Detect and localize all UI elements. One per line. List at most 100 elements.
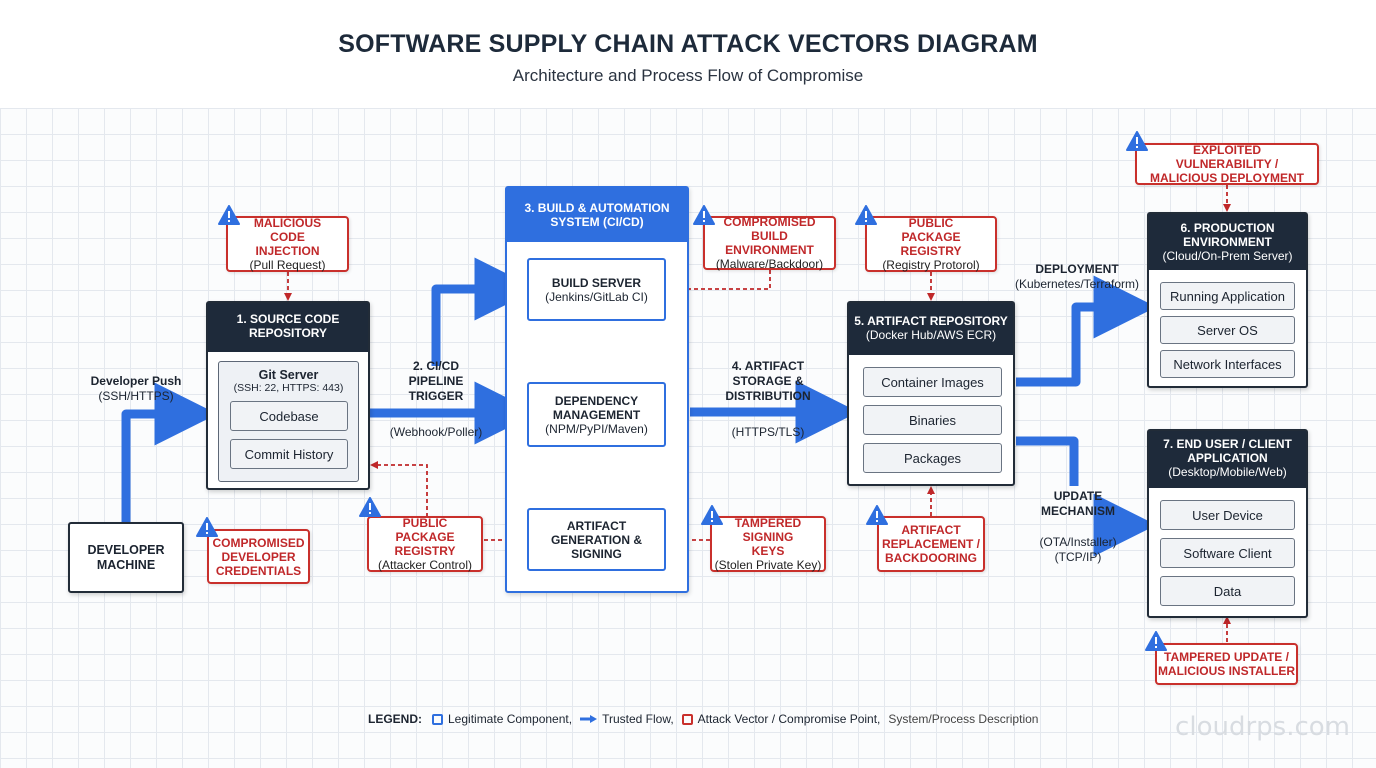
legend-trusted-text: Trusted Flow, bbox=[602, 712, 674, 726]
diagram-subtitle: Architecture and Process Flow of Comprom… bbox=[512, 66, 864, 85]
deployment-label: DEPLOYMENT (Kubernetes/Terraform) bbox=[1012, 262, 1142, 292]
legend-attack: Attack Vector / Compromise Point, bbox=[681, 712, 881, 726]
git-server-sub: (SSH: 22, HTTPS: 443) bbox=[233, 382, 344, 394]
attack-tampered-signing-keys[interactable]: TAMPERED SIGNING KEYS (Stolen Private Ke… bbox=[710, 516, 826, 572]
legend-desc-text: System/Process Description bbox=[888, 712, 1039, 726]
malicious-code-title: MALICIOUS CODE INJECTION bbox=[253, 216, 322, 258]
commit-history-item[interactable]: Commit History bbox=[230, 439, 348, 469]
public-registry-1-title: PUBLIC PACKAGE REGISTRY bbox=[394, 516, 456, 558]
flow-trigger-to-build bbox=[431, 257, 538, 366]
end-user-sub: (Desktop/Mobile/Web) bbox=[1168, 465, 1287, 479]
deployment-title: DEPLOYMENT bbox=[1035, 262, 1119, 276]
legend-arrow-icon bbox=[580, 715, 598, 723]
network-interfaces-item[interactable]: Network Interfaces bbox=[1160, 350, 1295, 378]
legend-attack-swatch bbox=[681, 713, 693, 725]
attack-public-package-registry-attacker[interactable]: PUBLIC PACKAGE REGISTRY (Attacker Contro… bbox=[367, 516, 483, 572]
attack-link-public-registry-1-up bbox=[370, 461, 428, 517]
developer-push-label: Developer Push (SSH/HTTPS) bbox=[78, 374, 194, 404]
update-mechanism-sub: (OTA/Installer) (TCP/IP) bbox=[1039, 535, 1117, 564]
artifact-storage-title: 4. ARTIFACT STORAGE & DISTRIBUTION bbox=[725, 359, 811, 403]
packages-item[interactable]: Packages bbox=[863, 443, 1002, 473]
flow-developer-push bbox=[121, 382, 218, 522]
artifact-repo-sub: (Docker Hub/AWS ECR) bbox=[865, 328, 997, 342]
developer-push-title: Developer Push bbox=[90, 374, 182, 388]
developer-push-sub: (SSH/HTTPS) bbox=[98, 389, 174, 403]
warning-icon bbox=[855, 205, 877, 225]
dependency-management[interactable]: DEPENDENCY MANAGEMENT (NPM/PyPI/Maven) bbox=[527, 382, 666, 447]
legend-legit-text: Legitimate Component, bbox=[448, 712, 573, 726]
dependency-sub: (NPM/PyPI/Maven) bbox=[545, 421, 648, 436]
warning-icon bbox=[693, 205, 715, 225]
legend-desc: System/Process Description bbox=[888, 712, 1038, 726]
end-user-client-application[interactable]: 7. END USER / CLIENT APPLICATION (Deskto… bbox=[1147, 429, 1308, 618]
source-repo-title: 1. SOURCE CODE REPOSITORY bbox=[236, 312, 340, 340]
attack-public-package-registry-protocol[interactable]: PUBLIC PACKAGE REGISTRY (Registry Protor… bbox=[865, 216, 997, 272]
legend-legit-swatch bbox=[432, 713, 443, 725]
build-server[interactable]: BUILD SERVER (Jenkins/GitLab CI) bbox=[527, 258, 666, 321]
public-registry-1-sub: (Attacker Control) bbox=[377, 558, 473, 572]
warning-icon bbox=[866, 505, 888, 525]
warning-icon bbox=[359, 497, 381, 517]
attack-artifact-replacement[interactable]: ARTIFACT REPLACEMENT / BACKDOORING bbox=[877, 516, 985, 572]
update-mechanism-title: UPDATE MECHANISM bbox=[1041, 489, 1115, 518]
user-device-item[interactable]: User Device bbox=[1160, 500, 1295, 530]
container-images-item[interactable]: Container Images bbox=[863, 367, 1002, 397]
production-environment[interactable]: 6. PRODUCTION ENVIRONMENT (Cloud/On-Prem… bbox=[1147, 212, 1308, 388]
compromised-build-sub: (Malware/Backdoor) bbox=[715, 257, 824, 271]
git-server-title: Git Server bbox=[258, 368, 319, 382]
production-sub: (Cloud/On-Prem Server) bbox=[1162, 249, 1293, 263]
build-server-sub: (Jenkins/GitLab CI) bbox=[545, 289, 648, 304]
attack-exploited-vulnerability[interactable]: EXPLOITED VULNERABILITY / MALICIOUS DEPL… bbox=[1135, 143, 1319, 185]
artifact-replacement-title: ARTIFACT REPLACEMENT / BACKDOORING bbox=[881, 523, 980, 565]
exploited-vuln-title: EXPLOITED VULNERABILITY / MALICIOUS DEPL… bbox=[1149, 143, 1304, 185]
build-server-title: BUILD SERVER bbox=[551, 275, 642, 290]
data-item[interactable]: Data bbox=[1160, 576, 1295, 606]
developer-machine-label: DEVELOPER MACHINE bbox=[87, 542, 165, 572]
legend-legit: Legitimate Component, bbox=[432, 712, 572, 726]
compromised-build-title: COMPROMISED BUILD ENVIRONMENT bbox=[723, 215, 816, 257]
binaries-item[interactable]: Binaries bbox=[863, 405, 1002, 435]
tampered-keys-sub: (Stolen Private Key) bbox=[714, 558, 822, 572]
compromised-creds-title: COMPROMISED DEVELOPER CREDENTIALS bbox=[212, 535, 305, 578]
flow-update bbox=[1016, 436, 1079, 486]
running-application-item[interactable]: Running Application bbox=[1160, 282, 1295, 310]
production-title: 6. PRODUCTION ENVIRONMENT bbox=[1180, 221, 1275, 249]
legend-attack-text: Attack Vector / Compromise Point, bbox=[697, 712, 881, 726]
attack-compromised-build-environment[interactable]: COMPROMISED BUILD ENVIRONMENT (Malware/B… bbox=[703, 215, 836, 271]
diagram-title: SOFTWARE SUPPLY CHAIN ATTACK VECTORS DIA… bbox=[338, 30, 1038, 58]
server-os-item[interactable]: Server OS bbox=[1160, 316, 1295, 344]
developer-machine[interactable]: DEVELOPER MACHINE bbox=[68, 522, 184, 593]
legend-label: LEGEND: bbox=[368, 712, 422, 726]
tampered-update-title: TAMPERED UPDATE / MALICIOUS INSTALLER bbox=[1157, 650, 1296, 678]
malicious-code-sub: (Pull Request) bbox=[249, 258, 326, 272]
attack-malicious-code-injection[interactable]: MALICIOUS CODE INJECTION (Pull Request) bbox=[226, 216, 349, 272]
build-system-title: 3. BUILD & AUTOMATION SYSTEM (CI/CD) bbox=[507, 188, 687, 242]
warning-icon bbox=[196, 517, 218, 537]
tampered-keys-title: TAMPERED SIGNING KEYS bbox=[734, 516, 802, 558]
cicd-trigger-sub: (Webhook/Poller) bbox=[389, 425, 483, 439]
attack-compromised-developer-credentials[interactable]: COMPROMISED DEVELOPER CREDENTIALS bbox=[207, 529, 310, 584]
end-user-title: 7. END USER / CLIENT APPLICATION bbox=[1163, 437, 1292, 465]
artifact-gen-title: ARTIFACT GENERATION & SIGNING bbox=[550, 518, 643, 561]
attack-link-compromised-build bbox=[666, 270, 771, 293]
public-registry-2-title: PUBLIC PACKAGE REGISTRY bbox=[900, 216, 962, 258]
artifact-generation-signing[interactable]: ARTIFACT GENERATION & SIGNING bbox=[527, 508, 666, 571]
codebase-item[interactable]: Codebase bbox=[230, 401, 348, 431]
watermark: cloudrps.com bbox=[1175, 712, 1350, 742]
attack-tampered-update[interactable]: TAMPERED UPDATE / MALICIOUS INSTALLER bbox=[1155, 643, 1298, 685]
flow-deployment bbox=[1016, 275, 1157, 387]
public-registry-2-sub: (Registry Protorol) bbox=[882, 258, 980, 272]
warning-icon bbox=[218, 205, 240, 225]
warning-icon bbox=[1126, 131, 1148, 151]
legend: LEGEND: Legitimate Component, Trusted Fl… bbox=[368, 712, 1046, 726]
artifact-repository[interactable]: 5. ARTIFACT REPOSITORY (Docker Hub/AWS E… bbox=[847, 301, 1015, 486]
source-code-repository[interactable]: 1. SOURCE CODE REPOSITORY Git Server (SS… bbox=[206, 301, 370, 490]
artifact-storage-sub: (HTTPS/TLS) bbox=[731, 425, 805, 439]
legend-trusted: Trusted Flow, bbox=[580, 712, 674, 726]
cicd-trigger-title: 2. CI/CD PIPELINE TRIGGER bbox=[408, 359, 464, 403]
software-client-item[interactable]: Software Client bbox=[1160, 538, 1295, 568]
artifact-repo-title: 5. ARTIFACT REPOSITORY bbox=[854, 314, 1008, 328]
dependency-title: DEPENDENCY MANAGEMENT bbox=[552, 393, 641, 422]
deployment-sub: (Kubernetes/Terraform) bbox=[1014, 277, 1140, 291]
warning-icon bbox=[701, 505, 723, 525]
